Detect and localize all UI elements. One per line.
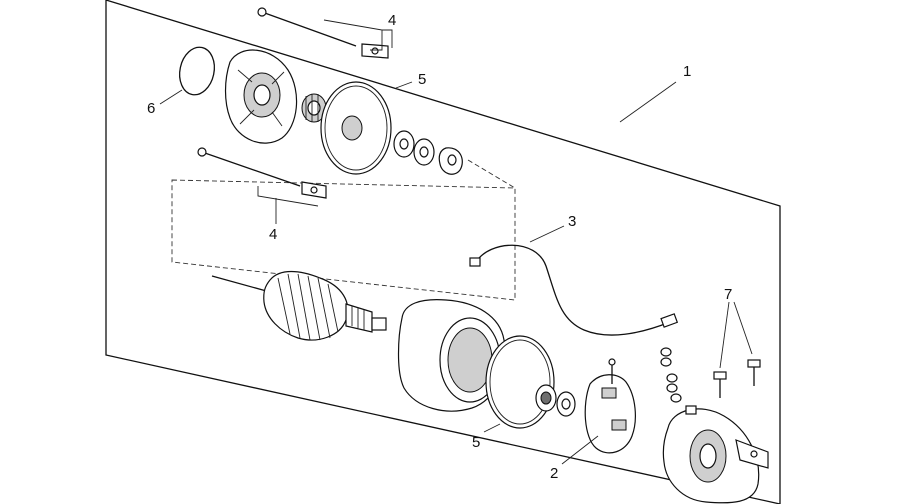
callout-7: 7: [724, 286, 732, 303]
through-bolt-top: [257, 7, 357, 47]
through-bolt-bottom: [197, 147, 301, 187]
callout-6: 6: [147, 100, 155, 117]
gasket-disc-top: [320, 81, 392, 175]
assembly-boundary: [105, 0, 781, 504]
starter-cable: [469, 244, 679, 336]
gasket-ring-bottom: [485, 335, 555, 429]
callout-5-top: 5: [418, 71, 426, 88]
callout-3: 3: [568, 213, 576, 230]
armature: [211, 270, 387, 341]
sub-assembly-dashed-box: [171, 179, 516, 301]
callout-4-bottom: 4: [269, 226, 277, 243]
washers-top: [393, 130, 463, 175]
callout-5-bottom: 5: [472, 434, 480, 451]
small-nuts-stack: [660, 347, 682, 403]
callout-2: 2: [550, 465, 558, 482]
brush-holder-plate: [584, 358, 636, 454]
callout-1: 1: [683, 63, 691, 80]
callout-4-top: 4: [388, 12, 396, 29]
rear-cover-plate: [224, 49, 298, 144]
washers-bottom: [535, 384, 576, 417]
motor-housing: [397, 299, 506, 412]
guide-line-top: [467, 159, 516, 189]
bracket-bottom: [301, 181, 327, 199]
screws-pair: [713, 359, 761, 398]
front-end-cap: [662, 405, 769, 504]
needle-bearing: [301, 93, 327, 123]
leader-lines: [159, 19, 753, 465]
o-ring-part: [178, 46, 216, 96]
bracket-top: [361, 43, 389, 59]
